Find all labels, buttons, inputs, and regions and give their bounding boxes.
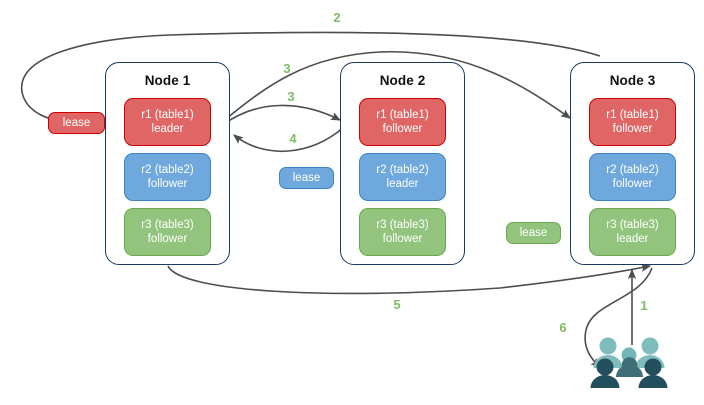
lease-badge-r3[interactable]: lease	[506, 222, 561, 244]
node-title: Node 2	[379, 73, 426, 88]
replica-name: r1 (table1)	[376, 109, 429, 121]
replica-r3-node1[interactable]: r3 (table3) follower	[124, 208, 211, 256]
node-title: Node 1	[144, 73, 191, 88]
replica-r3-node3[interactable]: r3 (table3) leader	[589, 208, 676, 256]
node-title: Node 3	[609, 73, 656, 88]
replica-r3-node2[interactable]: r3 (table3) follower	[359, 208, 446, 256]
node-container-2[interactable]: Node 2 r1 (table1) follower r2 (table2) …	[340, 62, 465, 265]
replica-role: follower	[147, 233, 188, 245]
replica-r2-node3[interactable]: r2 (table2) follower	[589, 153, 676, 201]
lease-badge-r2[interactable]: lease	[279, 167, 334, 189]
replica-r2-node1[interactable]: r2 (table2) follower	[124, 153, 211, 201]
replica-r1-node1[interactable]: r1 (table1) leader	[124, 98, 211, 146]
replica-name: r1 (table1)	[606, 109, 659, 121]
replica-role: follower	[382, 233, 423, 245]
replica-r2-node2[interactable]: r2 (table2) leader	[359, 153, 446, 201]
edge-label-5: 5	[393, 297, 401, 312]
edge-label-1: 1	[640, 298, 648, 313]
replica-name: r2 (table2)	[606, 164, 659, 176]
edge-3-to-node2-path	[223, 104, 342, 125]
replica-r1-node3[interactable]: r1 (table1) follower	[589, 98, 676, 146]
front-center-person	[616, 357, 643, 377]
node-container-3[interactable]: Node 3 r1 (table1) follower r2 (table2) …	[570, 62, 695, 265]
replica-name: r2 (table2)	[376, 164, 429, 176]
replica-role: follower	[147, 178, 188, 190]
replica-name: r3 (table3)	[376, 219, 429, 231]
edge-label-3b: 3	[287, 89, 295, 104]
replica-name: r3 (table3)	[606, 219, 659, 231]
replica-role: follower	[612, 123, 653, 135]
replica-name: r3 (table3)	[141, 219, 194, 231]
front-right-person	[638, 358, 668, 388]
edge-label-3a: 3	[283, 61, 291, 76]
lease-badge-r1[interactable]: lease	[48, 112, 105, 134]
replica-name: r1 (table1)	[141, 109, 194, 121]
users-group-icon	[590, 335, 670, 391]
replica-role: leader	[616, 233, 649, 245]
edge-label-6: 6	[559, 320, 567, 335]
edge-label-2: 2	[333, 10, 341, 25]
node-container-1[interactable]: Node 1 r1 (table1) leader r2 (table2) fo…	[105, 62, 230, 265]
lease-label: lease	[519, 227, 548, 239]
lease-label: lease	[62, 117, 91, 129]
replica-role: follower	[382, 123, 423, 135]
edge-5-path	[167, 263, 652, 295]
replica-role: follower	[612, 178, 653, 190]
front-left-person	[590, 358, 620, 388]
lease-label: lease	[292, 172, 321, 184]
replica-role: leader	[386, 178, 419, 190]
replica-r1-node2[interactable]: r1 (table1) follower	[359, 98, 446, 146]
replica-name: r2 (table2)	[141, 164, 194, 176]
replica-role: leader	[151, 123, 184, 135]
edge-label-4: 4	[289, 131, 297, 146]
